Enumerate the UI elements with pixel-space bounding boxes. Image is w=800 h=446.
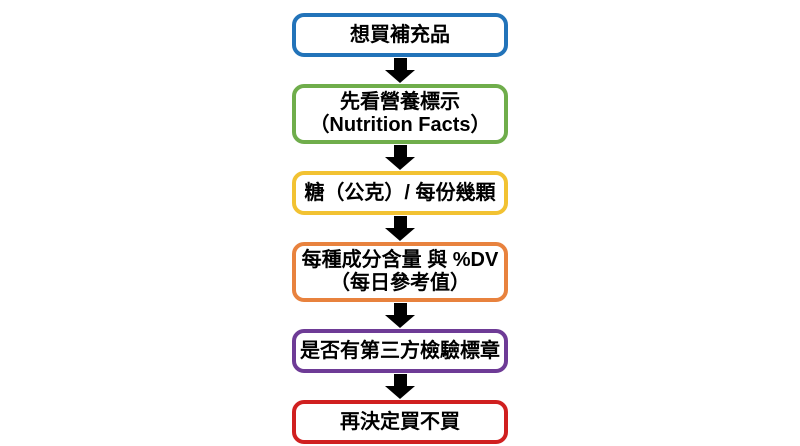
down-arrow-head bbox=[385, 315, 415, 328]
down-arrow-stem bbox=[393, 145, 407, 157]
down-arrow-icon bbox=[385, 58, 415, 83]
flow-step-4-box: 每種成分含量 與 %DV（每日參考值） bbox=[292, 242, 508, 302]
flow-step-1-label: 想買補充品 bbox=[350, 23, 450, 46]
flow-step-6-label: 再決定買不買 bbox=[340, 410, 460, 433]
down-arrow-head bbox=[385, 157, 415, 170]
flow-step-3-label: 糖（公克）/ 每份幾顆 bbox=[304, 181, 496, 204]
down-arrow-head bbox=[385, 386, 415, 399]
flow-step-2-label: （Nutrition Facts） bbox=[309, 114, 491, 136]
down-arrow-icon bbox=[385, 145, 415, 170]
flow-step-5-label: 是否有第三方檢驗標章 bbox=[300, 339, 500, 362]
flow-step-2-label: 先看營養標示 bbox=[340, 91, 460, 113]
flow-step-1-box: 想買補充品 bbox=[292, 13, 508, 57]
flowchart-column: 想買補充品先看營養標示（Nutrition Facts）糖（公克）/ 每份幾顆每… bbox=[292, 13, 508, 444]
flow-step-6-box: 再決定買不買 bbox=[292, 400, 508, 444]
down-arrow-stem bbox=[393, 216, 407, 228]
flow-step-2-box: 先看營養標示（Nutrition Facts） bbox=[292, 84, 508, 144]
flow-step-3-box: 糖（公克）/ 每份幾顆 bbox=[292, 171, 508, 215]
flow-step-4-label: 每種成分含量 與 %DV bbox=[301, 249, 499, 271]
flow-step-4-label: （每日參考值） bbox=[330, 272, 470, 294]
down-arrow-stem bbox=[393, 374, 407, 386]
down-arrow-stem bbox=[393, 303, 407, 315]
flow-step-5-box: 是否有第三方檢驗標章 bbox=[292, 329, 508, 373]
down-arrow-icon bbox=[385, 216, 415, 241]
down-arrow-stem bbox=[393, 58, 407, 70]
down-arrow-head bbox=[385, 228, 415, 241]
down-arrow-icon bbox=[385, 374, 415, 399]
down-arrow-head bbox=[385, 70, 415, 83]
down-arrow-icon bbox=[385, 303, 415, 328]
